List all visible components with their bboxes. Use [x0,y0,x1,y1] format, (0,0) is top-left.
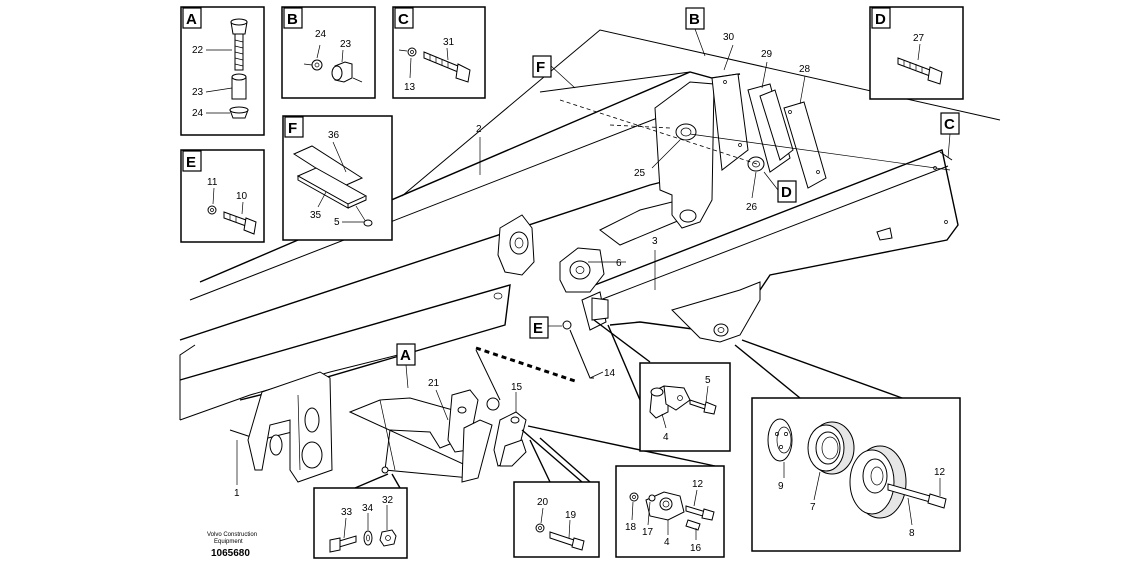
part-20-label: 20 [537,497,549,508]
part-26-label: 26 [746,202,758,213]
inset-f: F 36 35 5 [282,115,393,241]
view-tag-b: B [287,11,298,28]
part-5-b-label: 5 [334,217,340,228]
part-24-b-label: 24 [315,29,327,40]
part-10-label: 10 [236,191,248,202]
brand-line-2: Equipment [214,539,243,545]
part-15-label: 15 [511,382,523,393]
part-14-label: 14 [604,368,616,379]
part-8-label: 8 [909,528,915,539]
view-tag-e: E [186,154,196,171]
part-1-label: 1 [234,488,240,499]
document-id: 1065680 [211,548,250,559]
leader-lines [236,44,806,485]
main-tag-d: D [781,184,792,201]
view-tag-c: C [398,11,409,28]
part-12-label: 12 [934,467,946,478]
main-view-tags: F B C D E A [396,7,960,389]
part-32-label: 32 [382,495,394,506]
view-tag-d: D [875,11,886,28]
part-5-label: 5 [705,375,711,386]
part-4-b-label: 4 [664,537,670,548]
part-28-label: 28 [799,64,811,75]
detail-box-roller: 9 7 8 12 [751,397,961,552]
callout-connectors [354,319,903,489]
part-35-label: 35 [310,210,322,221]
main-frame-assembly [179,29,1001,483]
part-4-label: 4 [663,432,669,443]
part-31-label: 31 [443,37,455,48]
view-tag-f: F [288,120,297,137]
part-13-label: 13 [404,82,416,93]
main-tag-a: A [400,347,411,364]
part-30-label: 30 [723,32,735,43]
part-17-label: 17 [642,527,654,538]
part-21-label: 21 [428,378,440,389]
main-tag-b: B [689,11,700,28]
part-3-label: 3 [652,236,658,247]
view-tag-a: A [186,11,197,28]
inset-c: C 31 13 [392,6,486,99]
inset-b: B 24 23 [281,6,376,99]
part-12-b-label: 12 [692,479,704,490]
part-6-label: 6 [616,258,622,269]
detail-box-pin-4: 5 4 [639,362,731,452]
brand-line-1: Volvo Construction [207,532,257,538]
part-9-label: 9 [778,481,784,492]
part-24-label: 24 [192,108,204,119]
part-19-label: 19 [565,510,577,521]
inset-a: A 22 23 24 [180,6,265,136]
main-part-numbers: 2 3 6 25 26 30 29 28 14 21 15 1 [234,32,811,499]
part-29-label: 29 [761,49,773,60]
main-tag-f: F [536,59,545,76]
part-16-label: 16 [690,543,702,554]
detail-box-pin-16: 12 18 17 4 16 [615,465,725,558]
part-33-label: 33 [341,507,353,518]
detail-box-bolt-19: 20 19 [513,481,600,558]
part-36-label: 36 [328,130,340,141]
inset-d: D 27 [869,6,964,100]
part-27-label: 27 [913,33,925,44]
footer-brand: Volvo Construction Equipment 1065680 [207,532,257,559]
part-2-label: 2 [476,124,482,135]
part-7-label: 7 [810,502,816,513]
detail-box-bolt-33: 33 34 32 [313,487,408,559]
main-tag-c: C [944,116,955,133]
part-18-label: 18 [625,522,637,533]
part-34-label: 34 [362,503,374,514]
part-23-b-label: 23 [340,39,352,50]
main-tag-e: E [533,320,543,337]
inset-e: E 11 10 [180,149,265,243]
part-25-label: 25 [634,168,646,179]
part-22-label: 22 [192,45,204,56]
part-23-label: 23 [192,87,204,98]
part-11-label: 11 [207,177,218,188]
